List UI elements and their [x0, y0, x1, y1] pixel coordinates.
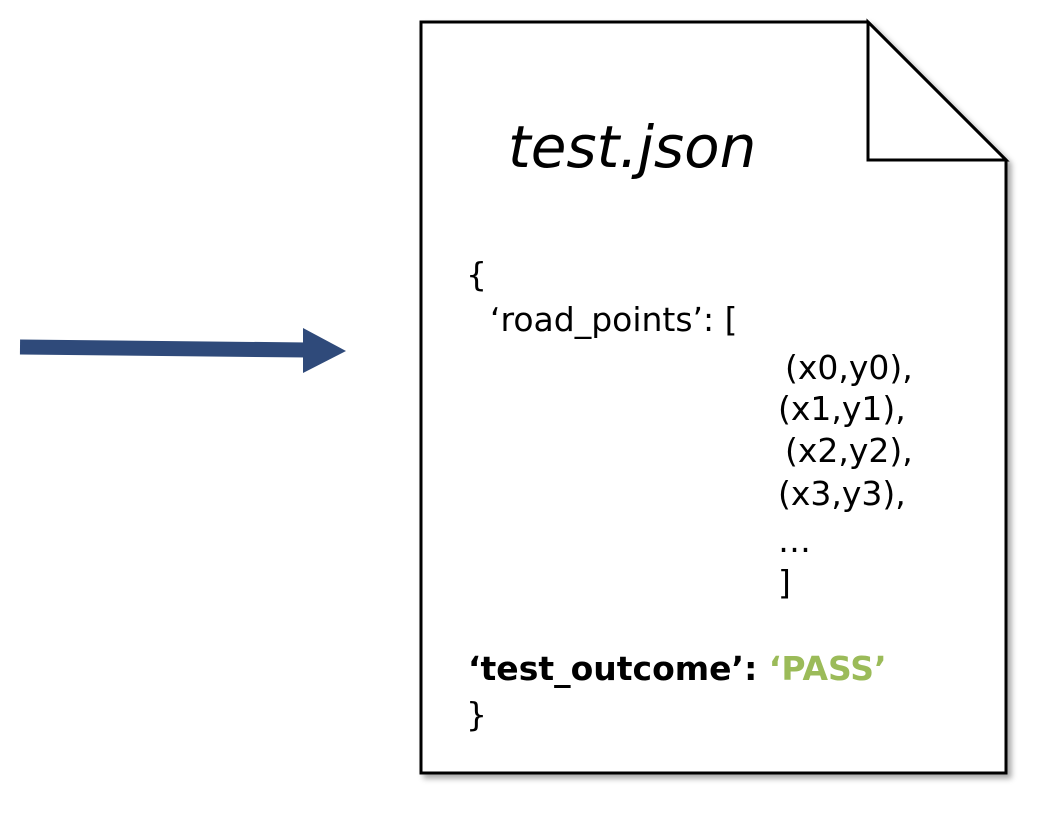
- points-ellipsis: …: [778, 521, 811, 560]
- closing-brace: }: [466, 695, 487, 734]
- document-title: test.json: [508, 113, 757, 181]
- test-outcome-line: ‘test_outcome’: ‘PASS’: [468, 652, 887, 685]
- road-point-0: (x0,y0),: [785, 348, 913, 387]
- test-outcome-value: ‘PASS’: [768, 649, 887, 688]
- road-point-3: (x3,y3),: [778, 474, 906, 513]
- road-point-2: (x2,y2),: [785, 431, 913, 470]
- closing-bracket: ]: [778, 563, 791, 602]
- right-arrow-icon: [19, 328, 346, 373]
- road-points-key: ‘road_points’: [: [490, 300, 738, 339]
- document-icon: [419, 18, 1010, 775]
- opening-brace: {: [466, 255, 487, 294]
- test-outcome-key: ‘test_outcome’:: [468, 649, 769, 688]
- road-point-1: (x1,y1),: [778, 389, 906, 428]
- page-fold: [866, 18, 1010, 162]
